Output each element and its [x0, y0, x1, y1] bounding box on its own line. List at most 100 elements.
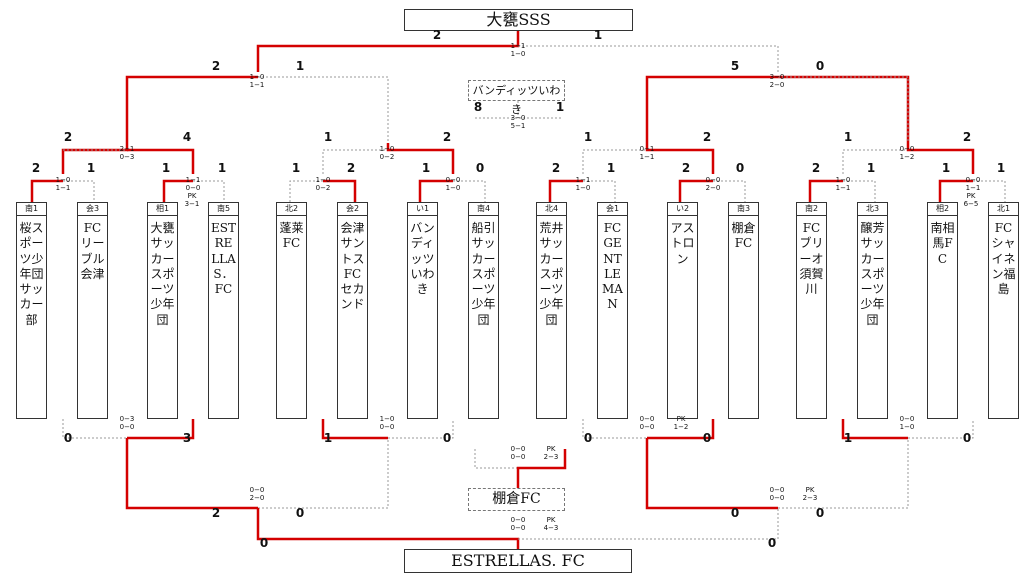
third-place-box: バンディッツいわき — [468, 80, 565, 116]
half-score: PK 1−2 — [673, 415, 689, 431]
match-score: 1 — [583, 130, 593, 144]
half-score: 0−0 2−0 — [249, 486, 265, 502]
half-score: PK 2−3 — [543, 445, 559, 461]
team-name: 南相馬FC — [930, 221, 955, 266]
match-score: 5 — [730, 59, 740, 73]
fifth-place-box: 棚倉FC — [468, 488, 565, 511]
half-score: 1−1 0−0 — [185, 176, 201, 192]
half-score: 1−0 1−1 — [835, 176, 851, 192]
match-score: 2 — [346, 161, 356, 175]
match-score: 0 — [442, 431, 452, 445]
team-seed: 北2 — [277, 203, 306, 216]
team-name: 会津サントスFCセカンド — [340, 221, 365, 312]
half-score: 0−0 0−0 — [639, 415, 655, 431]
match-score: 0 — [767, 536, 777, 550]
match-score: 8 — [473, 100, 483, 114]
team-seed: 北3 — [858, 203, 887, 216]
team-seed: 南1 — [17, 203, 46, 216]
half-score: 1−0 0−2 — [315, 176, 331, 192]
team-seed: い1 — [408, 203, 437, 216]
match-score: 1 — [593, 28, 603, 42]
team-box: い1 バンディッツいわき — [407, 202, 438, 419]
match-score: 1 — [86, 161, 96, 175]
team-seed: 会3 — [78, 203, 107, 216]
team-name: FCリーブル会津 — [80, 221, 105, 281]
team-seed: 相1 — [148, 203, 177, 216]
half-score: 0−0 0−0 — [510, 445, 526, 461]
half-score: 1−0 0−2 — [379, 145, 395, 161]
match-score: 2 — [442, 130, 452, 144]
team-name: 大甕サッカースポーツ少年団 — [150, 221, 175, 327]
match-score: 2 — [702, 130, 712, 144]
match-score: 2 — [962, 130, 972, 144]
team-box: 北4 荒井サッカースポーツ少年団 — [536, 202, 567, 419]
team-name: 棚倉FC — [731, 221, 756, 251]
team-name: FC GENTLEMAN — [602, 221, 623, 312]
half-score: 1−0 1−1 — [55, 176, 71, 192]
team-seed: 会2 — [338, 203, 367, 216]
half-score: 1−1 1−0 — [575, 176, 591, 192]
team-box: 南4 船引サッカースポーツ少年団 — [468, 202, 499, 419]
half-score: PK 6−5 — [963, 192, 979, 208]
match-score: 1 — [941, 161, 951, 175]
match-score: 1 — [291, 161, 301, 175]
match-score: 1 — [996, 161, 1006, 175]
half-score: 0−0 0−0 — [510, 516, 526, 532]
match-score: 3 — [182, 431, 192, 445]
team-name: 醸芳サッカースポーツ少年団 — [860, 221, 885, 327]
team-seed: 南3 — [729, 203, 758, 216]
team-box: 北2 蓬莱FC — [276, 202, 307, 419]
team-box: 会1 FC GENTLEMAN — [597, 202, 628, 419]
team-name: 船引サッカースポーツ少年団 — [471, 221, 496, 327]
half-score: 2−1 0−3 — [119, 145, 135, 161]
half-score: 0−0 1−0 — [899, 415, 915, 431]
match-score: 0 — [962, 431, 972, 445]
team-seed: い2 — [668, 203, 697, 216]
match-score: 2 — [211, 506, 221, 520]
match-score: 1 — [555, 100, 565, 114]
half-score: 3−0 2−0 — [769, 73, 785, 89]
half-score: 0−0 1−1 — [965, 176, 981, 192]
team-seed: 会1 — [598, 203, 627, 216]
team-box: 南3 棚倉FC — [728, 202, 759, 419]
match-score: 0 — [815, 59, 825, 73]
half-score: 0−3 0−0 — [119, 415, 135, 431]
match-score: 1 — [161, 161, 171, 175]
team-seed: 南4 — [469, 203, 498, 216]
match-score: 0 — [259, 536, 269, 550]
match-score: 4 — [182, 130, 192, 144]
half-score: PK 4−3 — [543, 516, 559, 532]
match-score: 1 — [866, 161, 876, 175]
match-score: 1 — [217, 161, 227, 175]
match-score: 0 — [730, 506, 740, 520]
team-seed: 南5 — [209, 203, 238, 216]
match-score: 1 — [295, 59, 305, 73]
half-score: PK 2−3 — [802, 486, 818, 502]
match-score: 2 — [811, 161, 821, 175]
champion-box: 大甕SSS — [404, 9, 633, 31]
team-seed: 北1 — [989, 203, 1018, 216]
match-score: 2 — [211, 59, 221, 73]
match-score: 1 — [843, 431, 853, 445]
team-box: 相1 大甕サッカースポーツ少年団 — [147, 202, 178, 419]
team-name: 蓬莱FC — [279, 221, 304, 251]
half-score: 0−0 0−0 — [769, 486, 785, 502]
match-score: 1 — [323, 431, 333, 445]
team-seed: 北4 — [537, 203, 566, 216]
team-name: 荒井サッカースポーツ少年団 — [539, 221, 564, 327]
match-score: 2 — [681, 161, 691, 175]
match-score: 1 — [421, 161, 431, 175]
half-score: 3−0 5−1 — [510, 114, 526, 130]
match-score: 0 — [295, 506, 305, 520]
half-score: 0−1 1−1 — [639, 145, 655, 161]
team-box: 北3 醸芳サッカースポーツ少年団 — [857, 202, 888, 419]
match-score: 0 — [63, 431, 73, 445]
match-score: 2 — [31, 161, 41, 175]
team-name: バンディッツいわき — [410, 221, 435, 297]
